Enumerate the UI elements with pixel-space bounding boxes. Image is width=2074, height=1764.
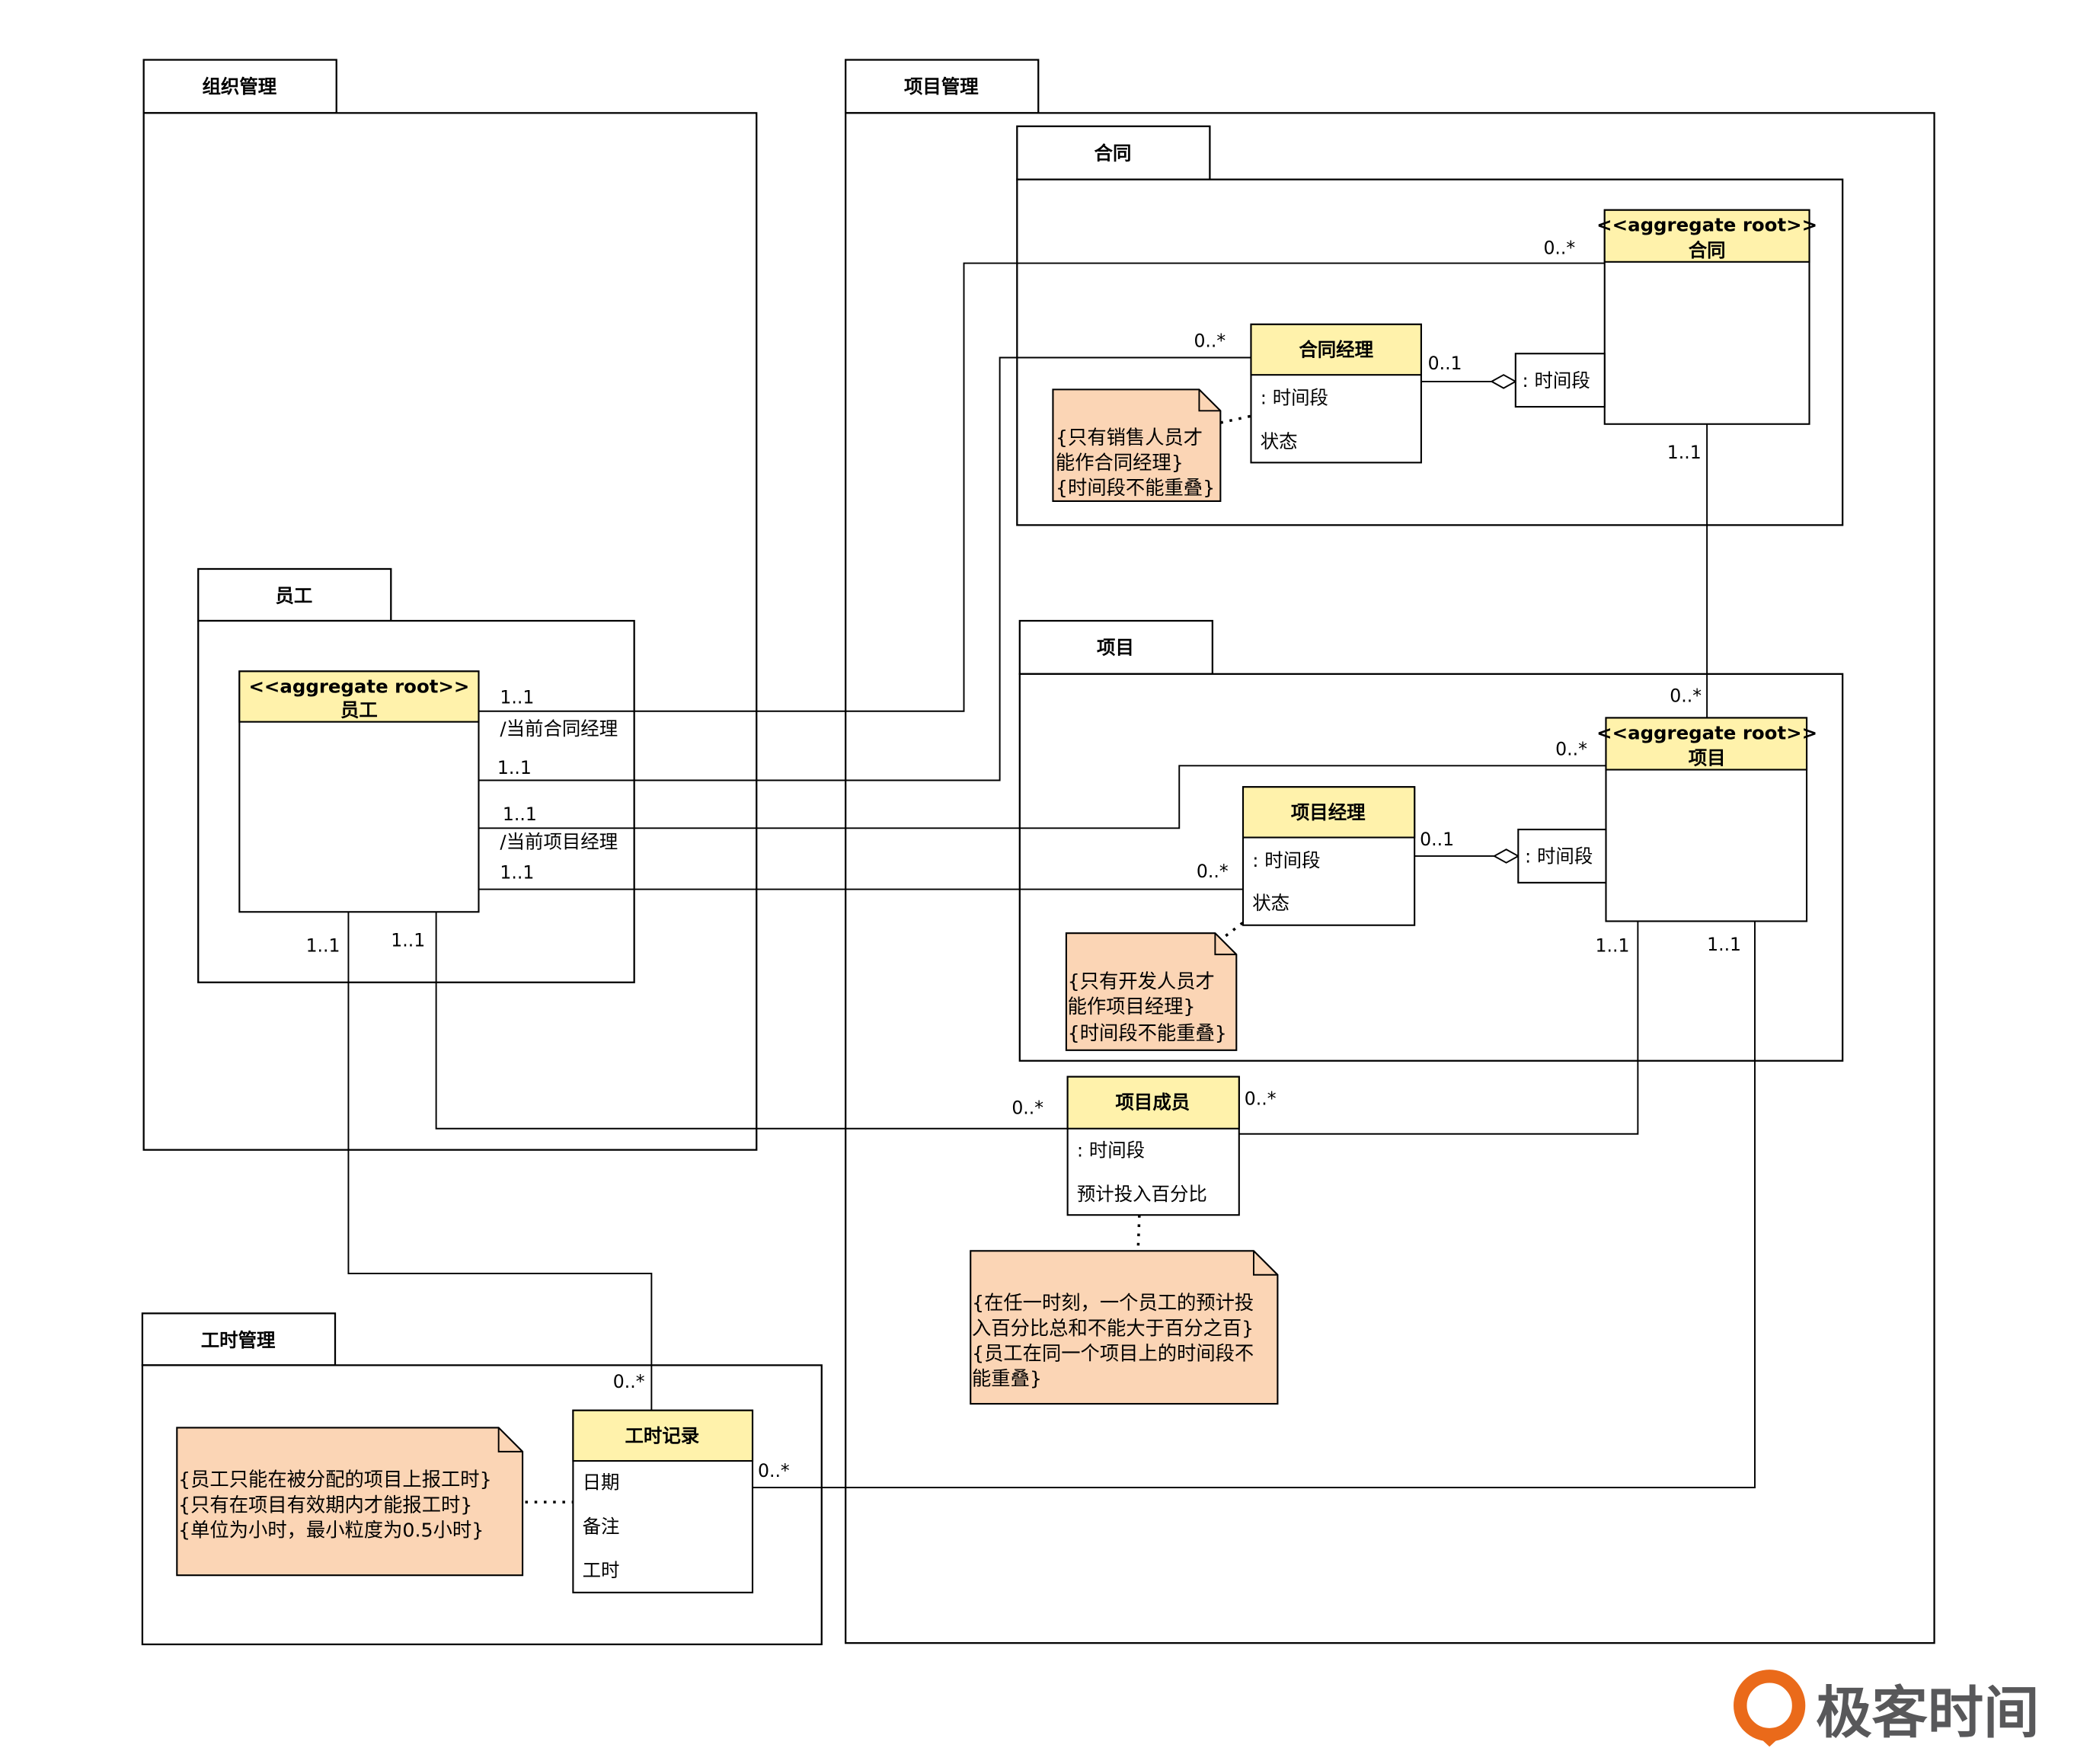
class-timesheet-record[interactable]: 工时记录 日期 备注 工时 — [572, 1409, 754, 1593]
stereotype: <<aggregate root>> — [1596, 721, 1817, 743]
note-contract-manager: {只有销售人员才 能作合同经理} {时间段不能重叠} — [1052, 388, 1222, 503]
class-contract[interactable]: <<aggregate root>> 合同 — [1596, 209, 1817, 425]
note-anchor — [1225, 921, 1245, 938]
note-line: 能作合同经理} — [1056, 452, 1184, 474]
class-name: 工时记录 — [625, 1425, 699, 1447]
attribute: 预计投入百分比 — [1077, 1183, 1207, 1205]
package-title: 项目管理 — [904, 75, 979, 97]
package-title: 组织管理 — [202, 75, 276, 97]
note-timesheet: {员工只能在被分配的项目上报工时} {只有在项目有效期内才能报工时} {单位为小… — [176, 1427, 524, 1577]
multiplicities: 1..1 /当前合同经理 0..* 1..1 0..* 1..1 /当前项目经理… — [306, 237, 1741, 1481]
multiplicity: 0..* — [1197, 861, 1229, 882]
multiplicity: 0..* — [1194, 331, 1226, 352]
multiplicity: 0..* — [613, 1371, 645, 1392]
assoc-current-project-manager[interactable] — [478, 765, 1606, 829]
note-line: {单位为小时，最小粒度为0.5小时} — [178, 1520, 484, 1542]
class-name: 项目 — [1689, 747, 1726, 769]
attribute: 状态 — [1261, 430, 1298, 452]
multiplicity: 0..* — [1011, 1098, 1043, 1119]
class-name: 项目成员 — [1115, 1091, 1190, 1114]
logo-mark-tail-icon — [1749, 1727, 1790, 1747]
multiplicity: 0..1 — [1428, 353, 1462, 374]
stereotype: <<aggregate root>> — [248, 675, 469, 697]
multiplicity: 0..* — [1555, 738, 1587, 759]
note-anchor — [1136, 1215, 1141, 1251]
note-line: {员工只能在被分配的项目上报工时} — [178, 1468, 492, 1491]
role-label: /当前项目经理 — [500, 830, 618, 852]
class-project-period[interactable]: : 时间段 — [1517, 829, 1607, 884]
assoc-current-contract-manager[interactable] — [478, 262, 1605, 712]
package-title: 工时管理 — [201, 1329, 276, 1351]
class-name: : 时间段 — [1525, 845, 1593, 868]
class-name: 合同经理 — [1299, 339, 1373, 361]
note-project-manager: {只有开发人员才 能作项目经理} {时间段不能重叠} — [1065, 932, 1238, 1051]
multiplicity: 1..1 — [306, 935, 340, 957]
multiplicity: 1..1 — [1667, 442, 1702, 463]
multiplicity: 0..* — [1543, 237, 1575, 258]
attribute: 备注 — [583, 1515, 620, 1537]
class-name: 项目经理 — [1291, 801, 1366, 823]
attribute: 工时 — [583, 1559, 620, 1581]
assoc-employee-member[interactable] — [435, 912, 1068, 1130]
multiplicity: 0..* — [1670, 685, 1702, 707]
multiplicity: 1..1 — [497, 757, 532, 778]
logo-mark-icon — [1734, 1670, 1806, 1742]
stereotype: <<aggregate root>> — [1596, 214, 1817, 236]
note-line: {时间段不能重叠} — [1056, 477, 1215, 499]
multiplicity: 1..1 — [500, 862, 534, 884]
note-line: {时间段不能重叠} — [1068, 1022, 1227, 1044]
class-name: 员工 — [340, 699, 378, 721]
note-project-member: {在任一时刻，一个员工的预计投 入百分比总和不能大于百分之百} {员工在同一个项… — [970, 1250, 1279, 1405]
note-line: {只有销售人员才 — [1056, 427, 1203, 449]
note-line: 能作项目经理} — [1068, 995, 1196, 1018]
class-project-manager[interactable]: 项目经理 : 时间段 状态 — [1242, 786, 1416, 926]
multiplicity: 1..1 — [391, 930, 425, 951]
note-line: {只有在项目有效期内才能报工时} — [178, 1494, 472, 1516]
note-line: 能重叠} — [972, 1368, 1042, 1390]
multiplicity: 0..1 — [1420, 829, 1454, 850]
assoc-employee-contract-manager[interactable] — [478, 356, 1251, 781]
multiplicity: 1..1 — [1596, 935, 1630, 957]
attribute: : 时间段 — [1252, 849, 1320, 871]
association-lines — [347, 262, 1756, 1504]
package-title: 合同 — [1095, 142, 1132, 164]
attribute: 日期 — [583, 1472, 620, 1494]
role-label: /当前合同经理 — [500, 717, 618, 740]
assoc-project-member[interactable] — [1238, 921, 1639, 1135]
geektime-logo: 极客时间 — [1734, 1670, 2039, 1747]
package-title: 项目 — [1097, 637, 1134, 659]
attribute: : 时间段 — [1077, 1139, 1145, 1161]
class-name: 合同 — [1689, 239, 1726, 261]
note-line: {只有开发人员才 — [1068, 970, 1215, 992]
class-project-member[interactable]: 项目成员 : 时间段 预计投入百分比 — [1066, 1075, 1240, 1216]
multiplicity: 1..1 — [503, 804, 537, 825]
multiplicity: 1..1 — [1707, 934, 1741, 955]
attribute: 状态 — [1252, 892, 1289, 914]
logo-text: 极客时间 — [1816, 1681, 2039, 1746]
class-name: : 时间段 — [1523, 369, 1590, 391]
class-contract-period[interactable]: : 时间段 — [1514, 353, 1606, 408]
multiplicity: 0..* — [1245, 1088, 1277, 1109]
assoc-employee-timesheet[interactable] — [347, 912, 653, 1411]
class-project[interactable]: <<aggregate root>> 项目 — [1596, 717, 1817, 922]
class-contract-manager[interactable]: 合同经理 : 时间段 状态 — [1250, 323, 1422, 464]
note-line: {在任一时刻，一个员工的预计投 — [972, 1292, 1254, 1314]
multiplicity: 1..1 — [500, 686, 534, 708]
package-title: 员工 — [275, 585, 312, 607]
attribute: : 时间段 — [1261, 387, 1328, 409]
class-employee[interactable]: <<aggregate root>> 员工 — [238, 670, 480, 913]
note-line: 入百分比总和不能大于百分之百} — [972, 1317, 1254, 1339]
note-line: {员工在同一个项目上的时间段不 — [972, 1342, 1254, 1364]
assoc-project-timesheet[interactable] — [753, 921, 1756, 1488]
multiplicity: 0..* — [758, 1460, 790, 1481]
